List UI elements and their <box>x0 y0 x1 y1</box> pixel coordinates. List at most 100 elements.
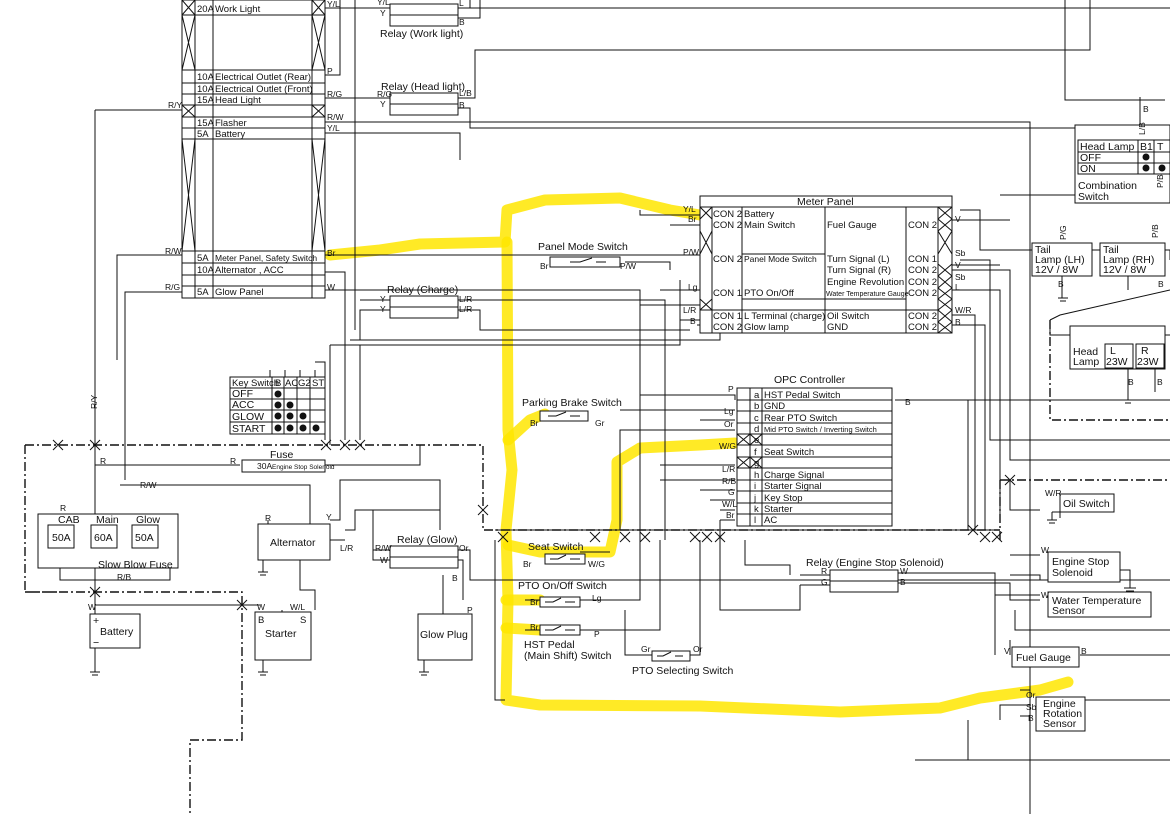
wc-br-8: Br <box>523 559 532 569</box>
fuse-name-0: Work Light <box>215 4 261 15</box>
wc-p-3: P <box>467 605 473 615</box>
engine-rotation-sensor: Engine Rotation Sensor <box>1035 696 1086 732</box>
fuse-panel: 20A Work Light 10A Electrical Outlet (Re… <box>181 0 326 299</box>
pto-onoff-switch: PTO On/Off Switch <box>518 580 607 608</box>
hst-pedal-label-2: (Main Shift) Switch <box>524 650 612 662</box>
wc-p-4: P <box>594 629 600 639</box>
relay-charge-label: Relay (Charge) <box>387 284 458 296</box>
wc-v-2: V <box>955 260 961 270</box>
connector-marks <box>52 439 1016 611</box>
key-row-glow: GLOW <box>232 411 264 423</box>
wc-yl-2: Y/L <box>377 0 390 7</box>
svg-text:−: − <box>93 637 99 649</box>
wc-b-14: B <box>1143 104 1149 114</box>
fuse-amp-6: 5A <box>197 253 209 264</box>
key-switch-title: Key Switch <box>232 378 279 389</box>
seat-switch-label: Seat Switch <box>528 541 584 553</box>
wc-br-2: Br <box>688 214 697 224</box>
wc-lr-5: L/R <box>340 543 353 553</box>
opc-pin-g: g <box>754 458 759 469</box>
fuse-name-2: Electrical Outlet (Front) <box>215 84 313 95</box>
key-col-st: ST <box>312 378 324 389</box>
meter-rcon-3: CON 1 <box>908 254 937 265</box>
wc-b-1: B <box>459 17 465 27</box>
inline-fuse-name: Engine Stop Solenoid <box>272 464 335 471</box>
fuse-name-6: Meter Panel, Safety Switch <box>215 253 317 263</box>
tail-lh-3: 12V / 8W <box>1035 264 1078 276</box>
wc-r-5: R <box>821 566 827 576</box>
wc-b-9: B <box>1028 713 1034 723</box>
wc-br-7: Br <box>530 622 539 632</box>
meter-con-6: CON 1 <box>713 288 742 299</box>
meter-con-3: CON 2 <box>713 254 742 265</box>
wc-yl-3: Y/L <box>327 123 340 133</box>
wc-b-8: B <box>1081 646 1087 656</box>
wc-pb-1: P/B <box>1155 174 1165 188</box>
meter-left-1: Main Switch <box>744 220 795 231</box>
tail-rh-3: 12V / 8W <box>1103 264 1146 276</box>
wc-rw-2: R/W <box>165 246 182 256</box>
wc-y-4: Y <box>380 304 386 314</box>
engine-stop-1: Engine Stop <box>1052 556 1109 568</box>
wc-wg-1: W/G <box>719 441 736 451</box>
tail-lh-2: Lamp (LH) <box>1035 254 1085 266</box>
wc-rg-2: R/G <box>377 89 392 99</box>
wc-gr-1: Gr <box>595 418 605 428</box>
meter-right-1: Fuel Gauge <box>827 220 877 231</box>
wc-b-6: B <box>452 573 458 583</box>
meter-con-1: CON 2 <box>713 220 742 231</box>
slow-blow-glow-amp: 50A <box>135 532 154 544</box>
wc-yl-1: Y/L <box>327 0 340 9</box>
wc-r-1: R <box>100 456 106 466</box>
water-temp-sensor: Water Temperature Sensor <box>1047 591 1152 618</box>
battery: + − Battery <box>89 613 141 676</box>
slow-blow-glow: Glow <box>136 514 160 526</box>
wc-b-5: B <box>905 397 911 407</box>
opc-label-h: Charge Signal <box>764 470 824 481</box>
relay-engine-stop: Relay (Engine Stop Solenoid) <box>806 557 944 593</box>
head-1: Head <box>1073 346 1098 358</box>
meter-left-9: Glow lamp <box>744 322 789 333</box>
wc-g-1: G <box>728 487 735 497</box>
combo-col-t: T <box>1157 141 1164 153</box>
opc-pin-d: d <box>754 424 759 435</box>
wc-r-4: R <box>265 513 271 523</box>
wc-r-3: R <box>60 503 66 513</box>
fuel-gauge-label: Fuel Gauge <box>1016 652 1071 664</box>
wc-lb-1: L/B <box>459 88 472 98</box>
opc-label-j: Key Stop <box>764 493 803 504</box>
opc-pin-l: l <box>754 515 756 526</box>
fuse-amp-5: 5A <box>197 129 209 140</box>
engine-rotation-3: Sensor <box>1043 718 1077 730</box>
meter-panel: Meter Panel CON 2 Battery CON 2 Main Swi… <box>699 195 953 334</box>
wc-br-4: Br <box>530 418 539 428</box>
fuse-amp-2: 10A <box>197 84 215 95</box>
wc-sb-1: Sb <box>955 248 966 258</box>
meter-right-9: GND <box>827 322 848 333</box>
meter-con-0: CON 2 <box>713 209 742 220</box>
relay-head-light: Relay (Head light) <box>381 81 465 116</box>
wc-pb-2: P/B <box>1150 224 1160 238</box>
head-l-w: 23W <box>1106 356 1128 368</box>
fuse-name-8: Glow Panel <box>215 287 264 298</box>
starter-label: Starter <box>265 628 297 640</box>
svg-text:S: S <box>300 615 306 626</box>
wc-or-1: Or <box>724 419 734 429</box>
wc-b-7: B <box>900 577 906 587</box>
alternator-label: Alternator <box>270 537 316 549</box>
relay-work-light-label: Relay (Work light) <box>380 28 463 40</box>
wc-rw-3: R/W <box>140 480 157 490</box>
key-row-acc: ACC <box>232 399 255 411</box>
opc-controller: OPC Controller a HST Pedal Switch b GND … <box>736 374 893 527</box>
key-col-ac: AC <box>285 378 298 389</box>
wc-v-1: V <box>955 214 961 224</box>
fuse-box-title: Fuse <box>270 449 294 461</box>
wc-rb-1: R/B <box>722 476 737 486</box>
wc-rw-1: R/W <box>327 112 344 122</box>
wc-pg-1: P/G <box>1058 225 1068 240</box>
slow-blow-label: Slow Blow Fuse <box>98 559 173 571</box>
wc-b-12: B <box>1128 377 1134 387</box>
wc-lg-2: Lg <box>724 406 734 416</box>
relay-head-light-label: Relay (Head light) <box>381 81 465 93</box>
